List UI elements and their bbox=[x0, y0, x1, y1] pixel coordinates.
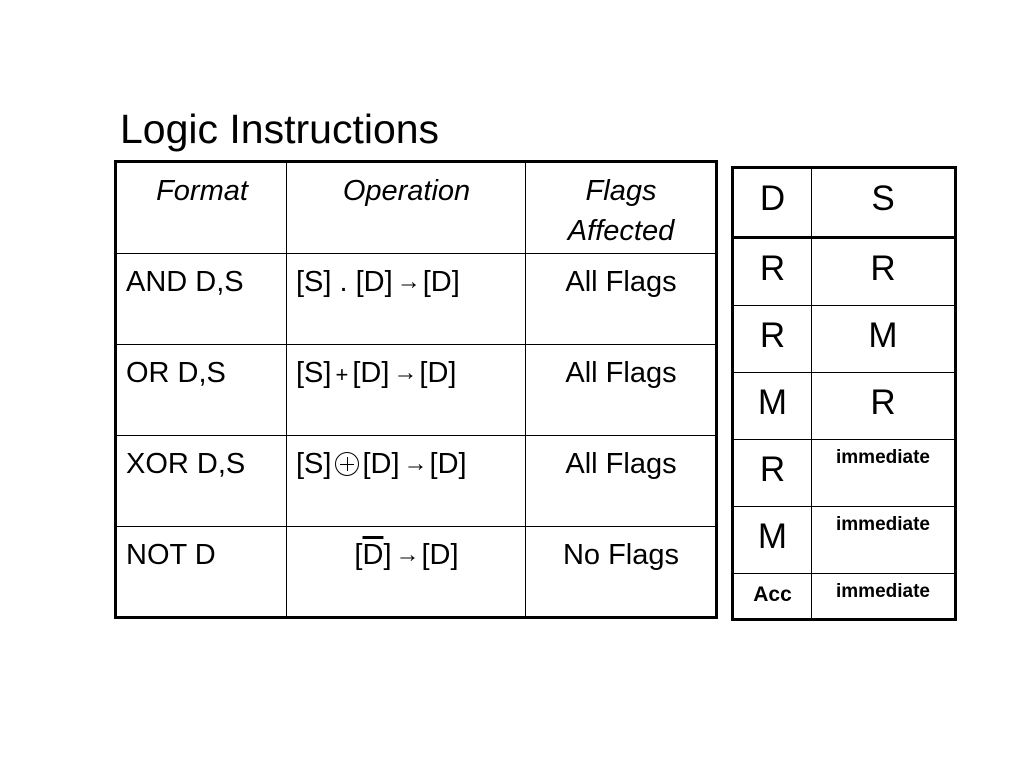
table-row: OR D,S [S]+[D]→[D] All Flags bbox=[115, 344, 717, 436]
dest-cell: R bbox=[732, 236, 812, 306]
flags-cell: All Flags bbox=[525, 253, 717, 345]
header-d: D bbox=[732, 167, 812, 239]
arrow-right-icon: → bbox=[395, 541, 420, 568]
operation-dest: [D] bbox=[422, 266, 460, 298]
table-row: R R bbox=[732, 236, 956, 306]
table-row: R immediate bbox=[732, 439, 956, 508]
dest-cell: M bbox=[732, 506, 812, 575]
arrow-right-icon: → bbox=[403, 450, 428, 477]
header-s: S bbox=[811, 167, 956, 239]
header-flags-line1: Flags bbox=[585, 175, 657, 207]
table-row: R M bbox=[732, 304, 956, 374]
operation-source: [S] bbox=[296, 448, 332, 480]
operation-source: [S] bbox=[296, 357, 332, 389]
operation-cell: [S] [D]→[D] bbox=[286, 435, 526, 527]
arrow-right-icon: → bbox=[393, 359, 418, 386]
side-table-header-row: D S bbox=[732, 167, 956, 239]
header-flags-line2: Affected bbox=[567, 215, 675, 247]
table-row: XOR D,S [S] [D]→[D] All Flags bbox=[115, 435, 717, 527]
operation-source: [S] . [D] bbox=[296, 266, 393, 298]
header-format: Format bbox=[115, 161, 287, 254]
table-row: M immediate bbox=[732, 506, 956, 575]
source-cell: R bbox=[811, 372, 956, 441]
dest-cell: Acc bbox=[732, 573, 812, 620]
format-cell: AND D,S bbox=[115, 253, 287, 345]
table-row: AND D,S [S] . [D]→[D] All Flags bbox=[115, 253, 717, 345]
operation-complement: D bbox=[362, 539, 384, 571]
dest-cell: R bbox=[732, 304, 812, 374]
operation-dest: [D] bbox=[419, 357, 457, 389]
plus-icon: + bbox=[335, 362, 349, 387]
operand-combinations-table: D S R R R M M R R immediate M immediate … bbox=[731, 166, 957, 621]
dest-cell: M bbox=[732, 372, 812, 441]
flags-cell: All Flags bbox=[525, 344, 717, 436]
dest-cell: R bbox=[732, 439, 812, 508]
slide-title: Logic Instructions bbox=[120, 106, 440, 152]
table-header-row: Format Operation Flags Affected bbox=[115, 161, 717, 254]
source-cell: M bbox=[811, 304, 956, 374]
source-cell: R bbox=[811, 236, 956, 306]
table-row: M R bbox=[732, 372, 956, 441]
arrow-right-icon: → bbox=[396, 268, 421, 295]
format-cell: OR D,S bbox=[115, 344, 287, 436]
xor-icon bbox=[335, 452, 360, 476]
table-row: NOT D [D]→[D] No Flags bbox=[115, 526, 717, 618]
operation-operand: [D] bbox=[352, 357, 390, 389]
logic-instructions-table: Format Operation Flags Affected AND D,S … bbox=[114, 160, 718, 619]
format-cell: NOT D bbox=[115, 526, 287, 618]
flags-cell: No Flags bbox=[525, 526, 717, 618]
header-operation: Operation bbox=[286, 161, 526, 254]
source-cell: immediate bbox=[811, 573, 956, 620]
source-cell: immediate bbox=[811, 506, 956, 575]
operation-cell: [S] . [D]→[D] bbox=[286, 253, 526, 345]
operation-open-bracket: [ bbox=[354, 539, 363, 571]
table-row: Acc immediate bbox=[732, 573, 956, 620]
flags-cell: All Flags bbox=[525, 435, 717, 527]
operation-dest: [D] bbox=[421, 539, 459, 571]
operation-close-bracket: ] bbox=[383, 539, 392, 571]
operation-operand: [D] bbox=[362, 448, 400, 480]
source-cell: immediate bbox=[811, 439, 956, 508]
operation-dest: [D] bbox=[429, 448, 467, 480]
operation-cell: [S]+[D]→[D] bbox=[286, 344, 526, 436]
header-flags-affected: Flags Affected bbox=[525, 161, 717, 254]
operation-cell: [D]→[D] bbox=[286, 526, 526, 618]
format-cell: XOR D,S bbox=[115, 435, 287, 527]
